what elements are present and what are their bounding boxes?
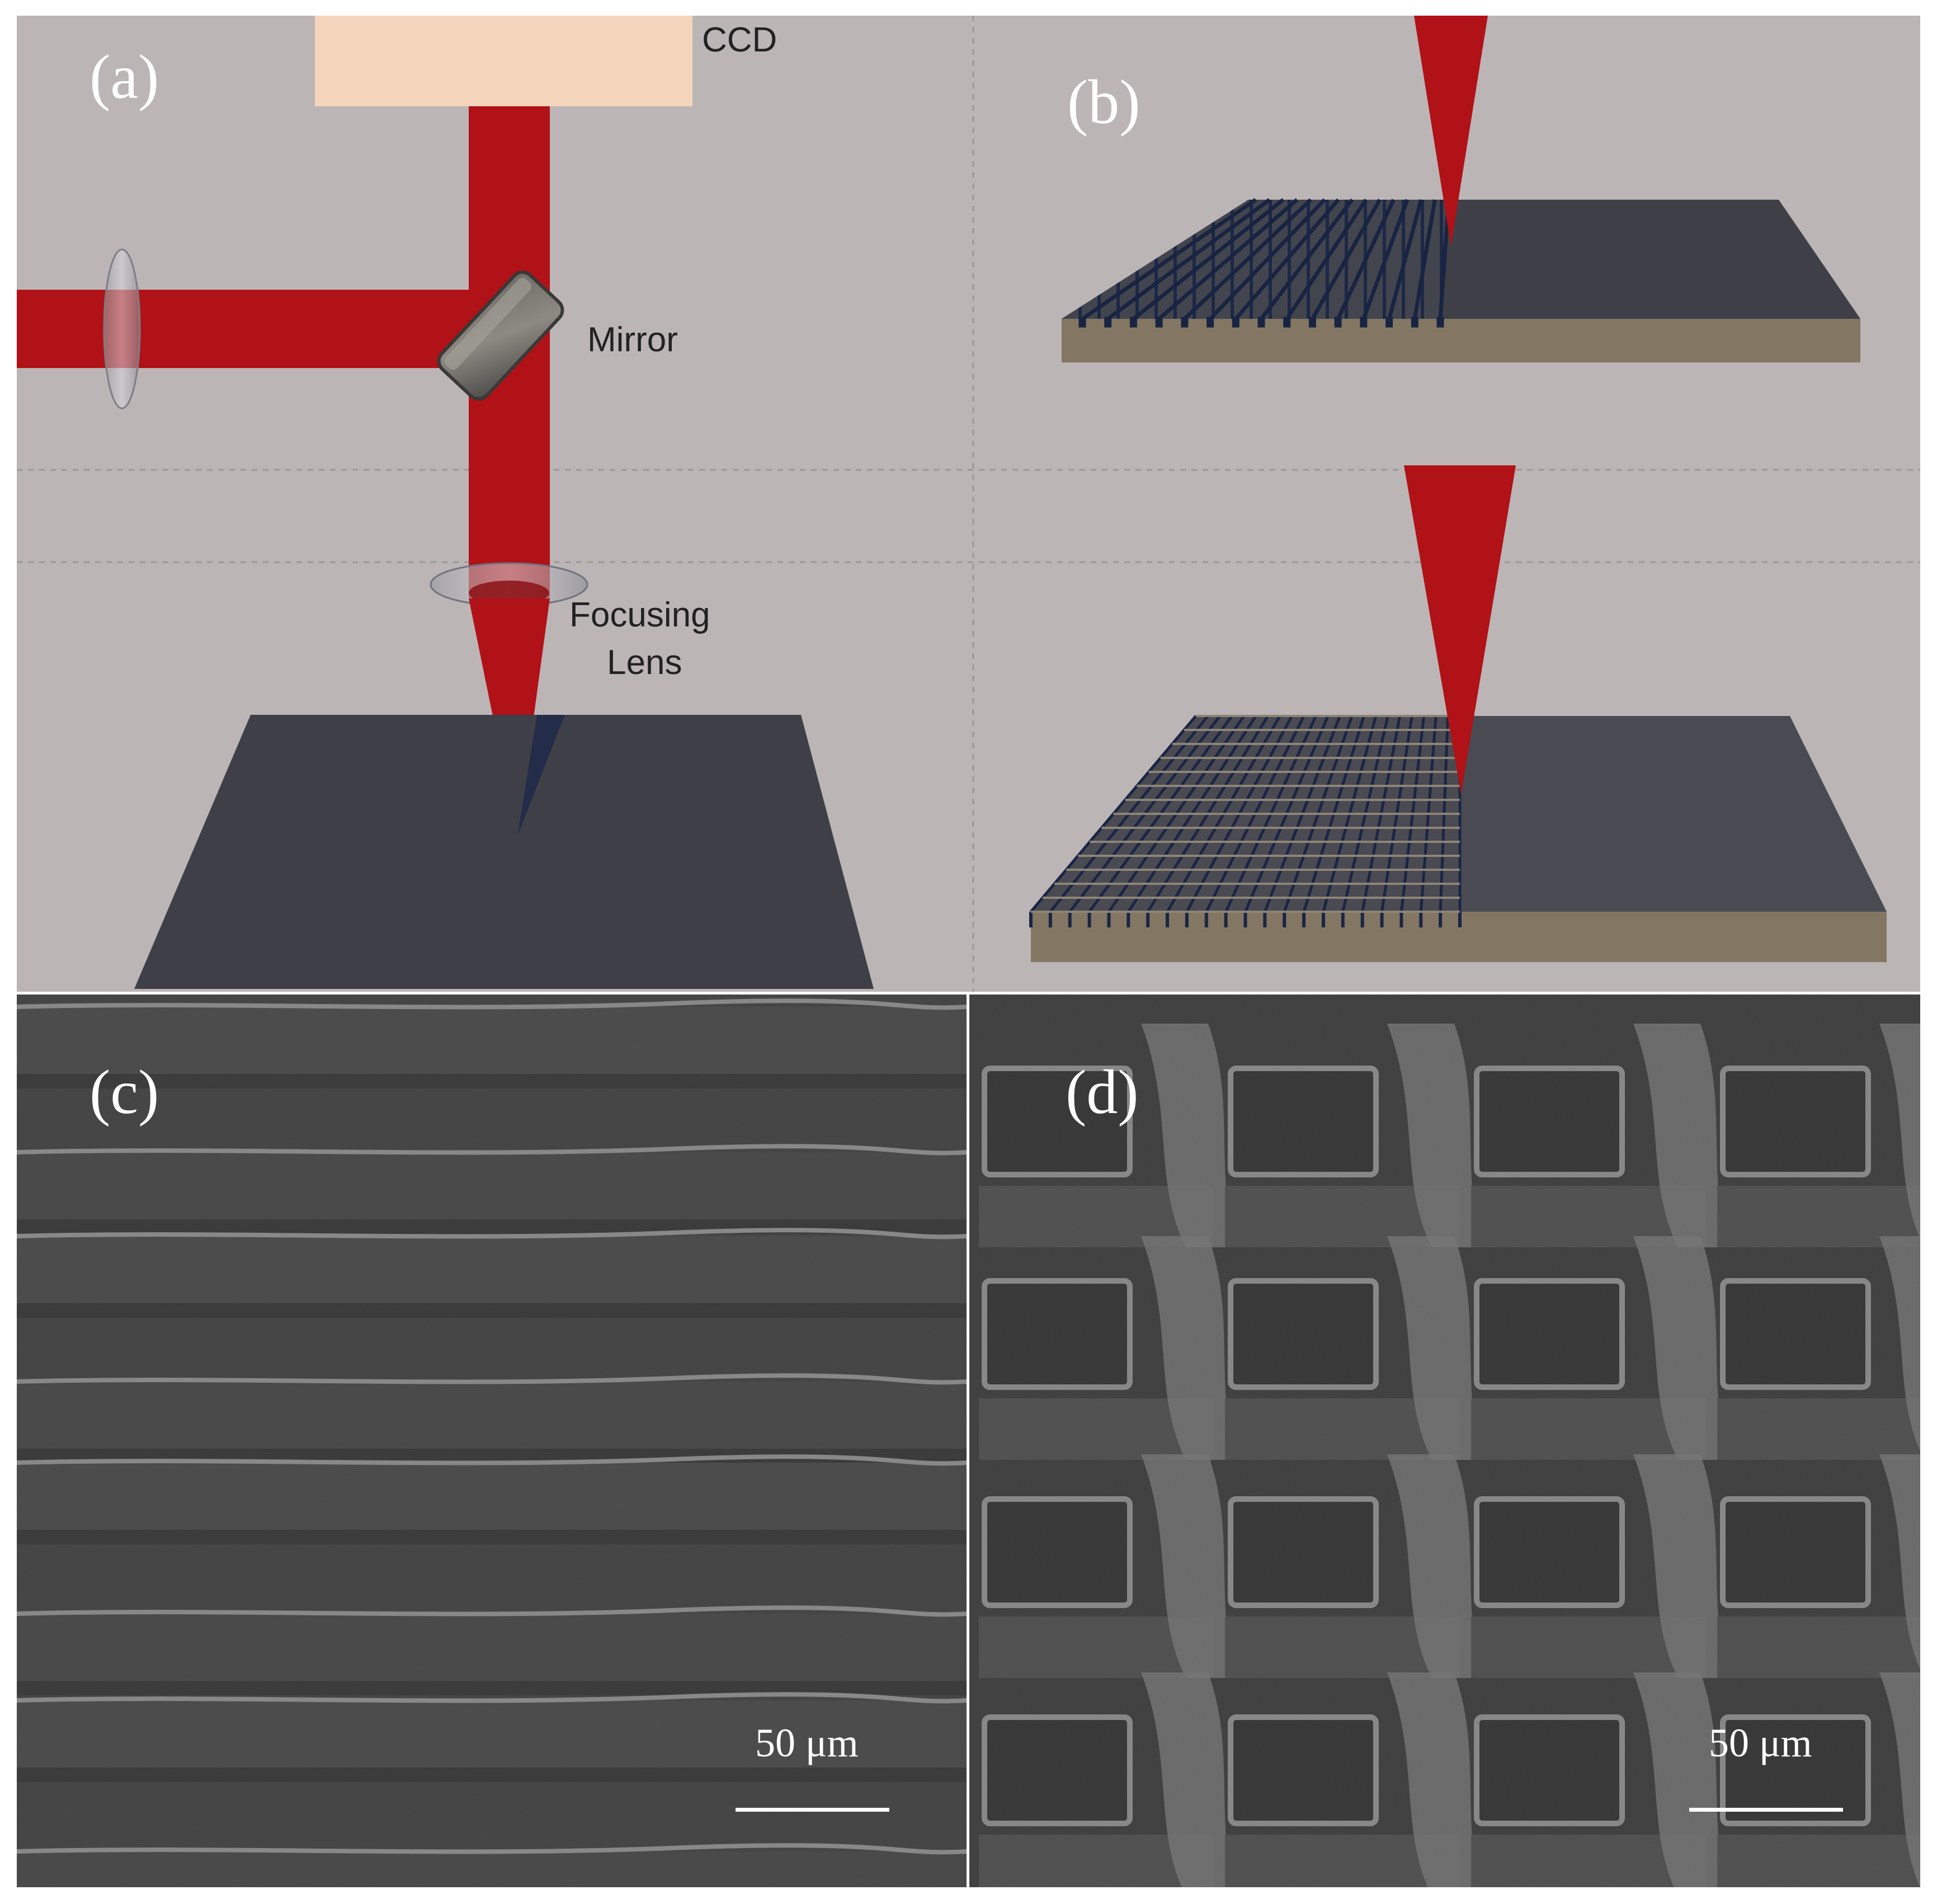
laser-cone-top [1414, 16, 1488, 246]
groove-line [1183, 198, 1312, 321]
grid-notch [1283, 912, 1286, 927]
grid-notch [1439, 912, 1443, 927]
groove-notch [1360, 317, 1368, 328]
grid-notch [1360, 912, 1364, 927]
groove-notch [1436, 317, 1444, 328]
beam-horizontal [17, 290, 503, 368]
mirror-label: Mirror [587, 321, 678, 359]
grid-notch [1302, 912, 1306, 927]
groove-notch [1283, 317, 1291, 328]
grid-notch [1127, 912, 1130, 927]
scale-bar-label-c: 50 μm [755, 1721, 859, 1765]
groove-notch [1385, 317, 1393, 328]
sample-grid [1029, 715, 1887, 962]
focusing-lens-label-line2: Lens [607, 643, 682, 682]
groove-line [1081, 198, 1257, 321]
panel-label-d: (d) [1066, 1058, 1139, 1127]
panel-c: (c) 50 μm [17, 995, 967, 1887]
groove-notch [1411, 317, 1418, 328]
groove-line [1412, 199, 1437, 319]
grid-notch [1380, 912, 1384, 927]
ccd-label: CCD [702, 21, 777, 59]
grid-notch [1029, 912, 1033, 927]
grid-notch [1263, 912, 1267, 927]
guide-lines [17, 16, 1920, 992]
groove-line [1311, 199, 1382, 320]
groove-line [1234, 198, 1340, 321]
separator-vertical-bottom [967, 995, 969, 1887]
groove-line [1336, 199, 1396, 320]
grid-notch [1341, 912, 1345, 927]
scale-bar-c [736, 1808, 889, 1812]
groove-line [1106, 198, 1271, 321]
groove-notch [1104, 317, 1112, 328]
groove-notch [1155, 317, 1163, 328]
groove-notch [1181, 317, 1189, 328]
groove-notch [1129, 317, 1137, 328]
grid-notch [1243, 912, 1247, 927]
grid-notch [1399, 912, 1403, 927]
groove-notch [1232, 317, 1240, 328]
grid-notch [1048, 912, 1052, 927]
grid-notch [1185, 912, 1189, 927]
separator-horizontal [0, 992, 1937, 995]
ccd-box [315, 16, 692, 106]
panel-d: (d) 50 μm [969, 995, 1920, 1887]
laser-cone-bottom [1404, 465, 1516, 794]
grid-notch [1087, 912, 1091, 927]
grid-notch [1204, 912, 1208, 927]
grid-notch [1224, 912, 1228, 927]
scale-bar-d [1689, 1808, 1843, 1812]
grid-notch [1166, 912, 1170, 927]
grid-notch [1321, 912, 1325, 927]
focusing-lens-label-line1: Focusing [569, 596, 710, 634]
groove-line [1209, 198, 1326, 321]
panel-label-b: (b) [1067, 68, 1140, 137]
groove-line [1260, 198, 1354, 321]
groove-notch [1334, 317, 1342, 328]
panel-b: (b) [1029, 16, 1887, 962]
groove-notch [1206, 317, 1214, 328]
panel-label-c: (c) [89, 1058, 159, 1127]
grid-notch [1458, 912, 1462, 927]
panel-a: (a) CCD Mirror Focusing Lens [17, 16, 874, 989]
groove-notch [1257, 317, 1265, 328]
groove-line [1387, 199, 1424, 319]
groove-notch [1308, 317, 1316, 328]
scale-bar-label-d: 50 μm [1709, 1721, 1812, 1765]
collimating-lens [103, 248, 141, 409]
grid-notch [1419, 912, 1423, 927]
groove-line [1361, 199, 1410, 320]
sample-plate [134, 715, 874, 989]
groove-notch [1078, 317, 1086, 328]
groove-line [1285, 199, 1368, 320]
groove-line [1157, 198, 1299, 321]
grid-notch [1107, 912, 1111, 927]
sample-grooves [1062, 198, 1860, 362]
grid-notch [1068, 912, 1072, 927]
mirror [437, 270, 564, 401]
grid-notch [1146, 912, 1150, 927]
panel-label-a: (a) [89, 43, 159, 112]
groove-line [1132, 198, 1285, 321]
